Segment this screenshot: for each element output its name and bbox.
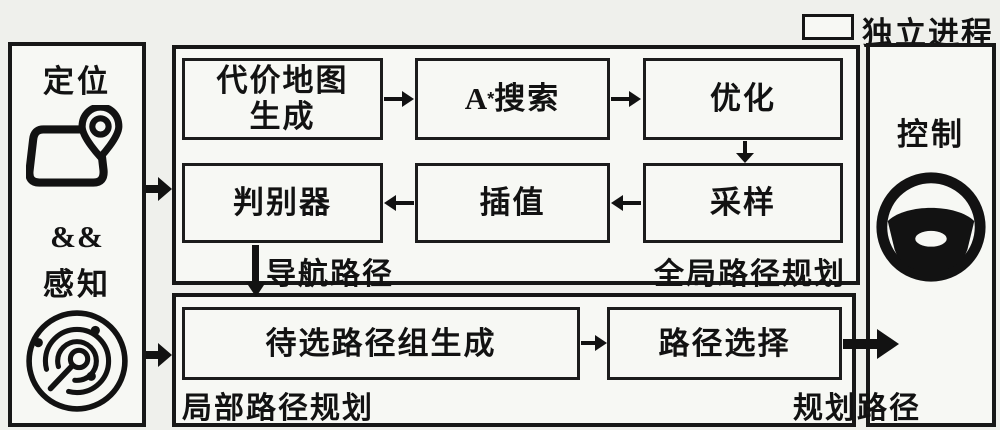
discriminator-box: 判别器 <box>182 163 383 243</box>
local-planning-label: 局部路径规划 <box>182 392 374 425</box>
arrow-astar-to-optimize <box>611 91 641 107</box>
arrow-sensing-to-local <box>146 343 172 367</box>
astar-letter: A <box>464 81 488 117</box>
control-panel: 控制 <box>866 43 996 427</box>
arrow-candidate-to-selection <box>581 335 607 351</box>
localization-label: 定位 <box>43 64 111 99</box>
nav-path-label: 导航路径 <box>266 258 394 291</box>
perception-label: 感知 <box>43 267 111 302</box>
sampling-box: 采样 <box>643 163 843 243</box>
astar-search-box: A* 搜索 <box>415 58 610 140</box>
astar-asterisk: * <box>487 88 495 109</box>
astar-search-label: 搜索 <box>494 81 561 117</box>
arrow-planned-path-to-control <box>843 329 899 359</box>
steering-wheel-icon <box>876 172 986 282</box>
optimization-box: 优化 <box>643 58 843 140</box>
arrow-interpolation-to-discriminator <box>384 195 414 211</box>
arrow-costmap-to-astar <box>384 91 414 107</box>
map-pin-icon <box>26 105 123 187</box>
arrow-sampling-to-interpolation <box>611 195 641 211</box>
planned-path-label: 规划路径 <box>793 392 921 425</box>
interpolation-box: 插值 <box>415 163 610 243</box>
radar-icon <box>26 310 128 412</box>
arrow-optimize-to-sampling <box>736 141 754 163</box>
sensing-panel: 定位 && 感知 <box>8 42 146 427</box>
local-planning-container: 待选路径组生成 路径选择 局部路径规划 <box>172 293 856 427</box>
and-operator-label: && <box>50 219 104 254</box>
legend-swatch <box>802 14 854 40</box>
global-planning-container: 代价地图 生成 A* 搜索 优化 判别器 插值 采样 导航路径 全局路径规划 <box>172 45 860 291</box>
costmap-generation-box: 代价地图 生成 <box>182 58 383 140</box>
path-selection-box: 路径选择 <box>607 307 842 380</box>
arrow-sensing-to-global <box>146 177 172 201</box>
candidate-paths-box: 待选路径组生成 <box>182 307 580 380</box>
control-label: 控制 <box>897 117 965 152</box>
arrow-nav-path-down <box>246 245 266 297</box>
global-planning-label: 全局路径规划 <box>654 258 846 291</box>
